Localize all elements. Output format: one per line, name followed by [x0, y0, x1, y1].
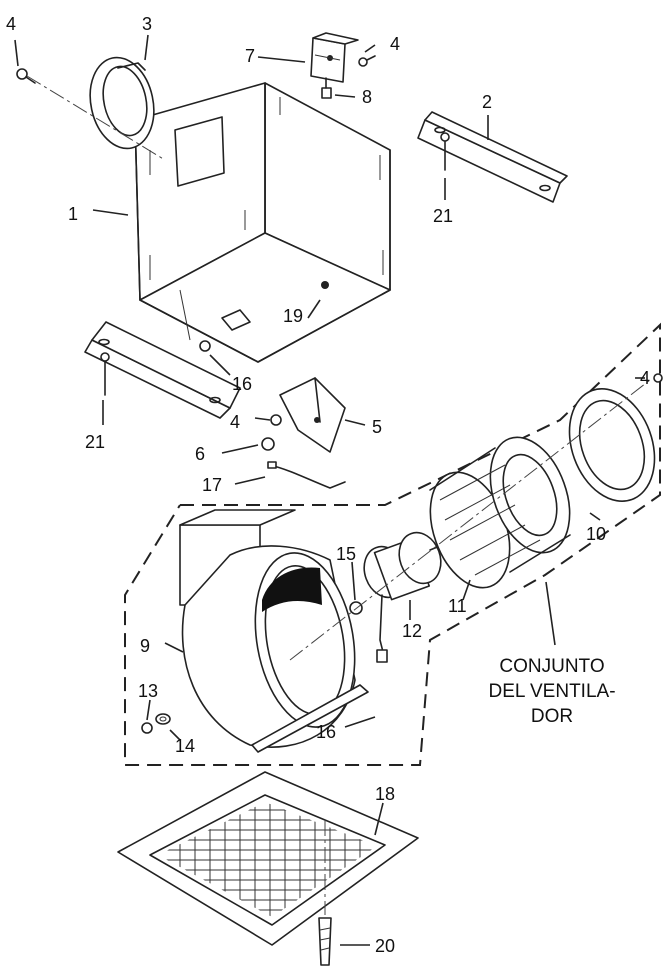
- label-part-4-top: 4: [390, 34, 400, 54]
- blower-wheel: [429, 436, 571, 589]
- mounting-bracket: [310, 32, 376, 83]
- label-part-9: 9: [140, 636, 150, 656]
- label-part-10: 10: [586, 524, 606, 544]
- label-part-21-bottom: 21: [85, 432, 105, 452]
- receptacle-box: [261, 377, 346, 489]
- label-part-15: 15: [336, 544, 356, 564]
- label-part-19: 19: [283, 306, 303, 326]
- label-part-3: 3: [142, 14, 152, 34]
- label-part-7: 7: [245, 46, 255, 66]
- screw-top-left: [16, 68, 36, 84]
- label-part-16-top: 16: [232, 374, 252, 394]
- screw-21-top: [440, 132, 450, 171]
- label-part-4-mid: 4: [230, 412, 240, 432]
- screw-8: [321, 77, 332, 99]
- caption-line-1: CONJUNTO: [499, 656, 604, 677]
- label-part-13: 13: [138, 681, 158, 701]
- duct-collar: [26, 56, 166, 161]
- mounting-rail-top: [417, 111, 568, 203]
- label-part-12: 12: [402, 621, 422, 641]
- motor-mounting-ring: [289, 373, 663, 661]
- label-part-14: 14: [175, 736, 195, 756]
- fan-assembly-caption: CONJUNTO DEL VENTILA- DOR: [488, 656, 615, 727]
- mounting-rail-bottom: [84, 321, 241, 419]
- caption-line-2: DEL VENTILA-: [488, 681, 615, 702]
- label-part-20: 20: [375, 936, 395, 956]
- fan-scroll-housing: [179, 509, 369, 753]
- screw-21-bottom: [100, 352, 110, 396]
- caption-line-3: DOR: [531, 706, 573, 727]
- label-part-21-top: 21: [433, 206, 453, 226]
- label-part-5: 5: [372, 417, 382, 437]
- label-part-18: 18: [375, 784, 395, 804]
- label-part-1: 1: [68, 204, 78, 224]
- label-part-2: 2: [482, 92, 492, 112]
- label-part-16-bottom: 16: [316, 722, 336, 742]
- grille-screw: [318, 820, 332, 966]
- label-part-8: 8: [362, 87, 372, 107]
- label-part-4-top-left: 4: [6, 14, 16, 34]
- label-part-4-right: 4: [640, 368, 650, 388]
- motor: [349, 531, 446, 663]
- leader-lines: [14, 34, 645, 946]
- label-part-11: 11: [448, 596, 467, 616]
- grommet-16: [199, 340, 211, 352]
- washers: [141, 713, 171, 734]
- housing-box: [134, 82, 391, 363]
- grille: [117, 771, 419, 946]
- label-part-17: 17: [202, 475, 222, 495]
- part-number-labels: 4 3 7 4 8 2 1 21 19 16 21 4 5 6 17 4 10 …: [6, 14, 650, 956]
- label-part-6: 6: [195, 444, 205, 464]
